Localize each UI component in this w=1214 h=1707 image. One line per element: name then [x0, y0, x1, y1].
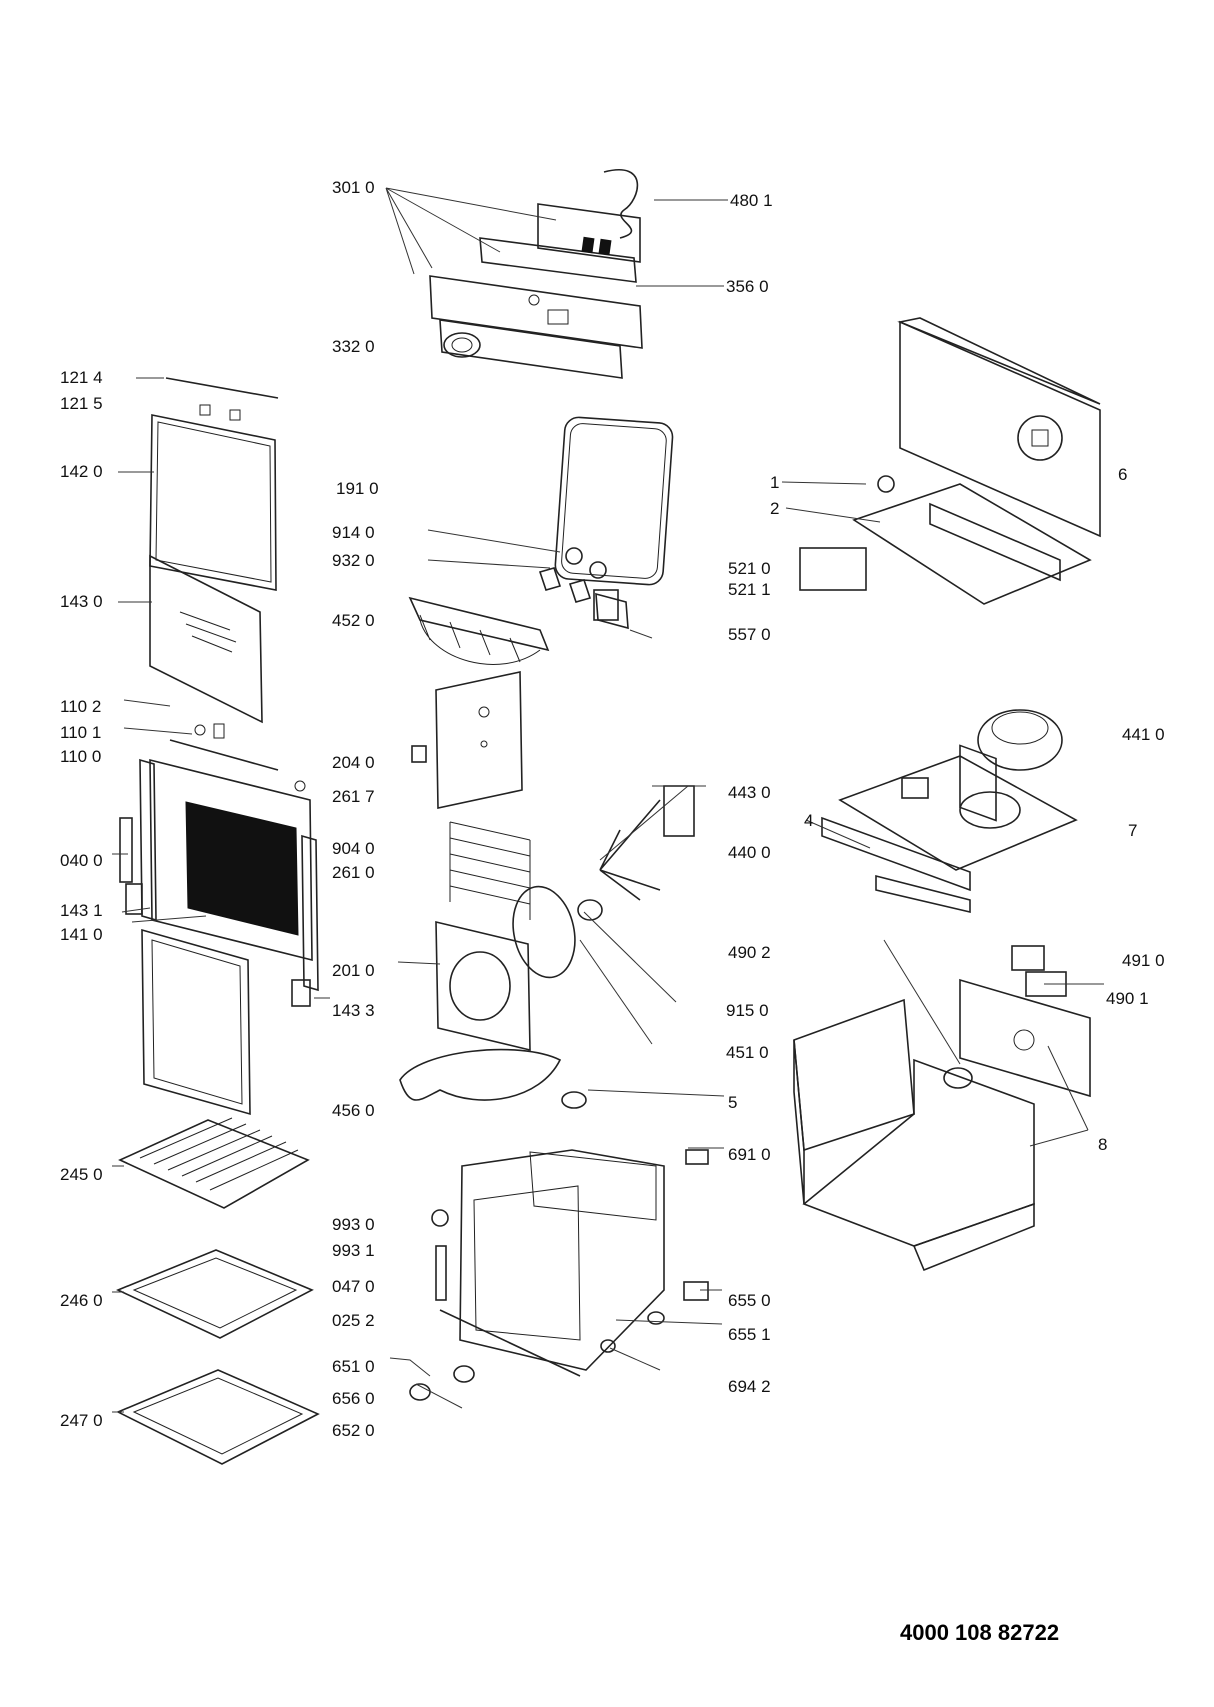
label-247-0: 247 0 [60, 1411, 103, 1430]
label-201-0: 201 0 [332, 961, 375, 980]
label-691-0: 691 0 [728, 1145, 771, 1164]
label-245-0: 245 0 [60, 1165, 103, 1184]
label-191-0: 191 0 [336, 479, 379, 498]
control-panel-assembly [429, 169, 643, 379]
door-assembly [119, 723, 319, 1116]
label-143-0: 143 0 [60, 592, 103, 611]
label-456-0: 456 0 [332, 1101, 375, 1120]
label-452-0: 452 0 [332, 611, 375, 630]
label-480-1: 480 1 [730, 191, 773, 210]
label-5: 5 [728, 1093, 737, 1112]
label-261-0: 261 0 [332, 863, 375, 882]
label-915-0: 915 0 [726, 1001, 769, 1020]
label-7: 7 [1128, 821, 1137, 840]
label-655-0: 655 0 [728, 1291, 771, 1310]
leader-lines [112, 187, 1104, 1413]
rear-panel-assembly [799, 317, 1101, 822]
label-557-0: 557 0 [728, 625, 771, 644]
label-914-0: 914 0 [332, 523, 375, 542]
label-261-7: 261 7 [332, 787, 375, 806]
label-204-0: 204 0 [332, 753, 375, 772]
label-141-0: 141 0 [60, 925, 103, 944]
label-246-0: 246 0 [60, 1291, 103, 1310]
label-652-0: 652 0 [332, 1421, 375, 1440]
label-521-1: 521 1 [728, 580, 771, 599]
label-656-0: 656 0 [332, 1389, 375, 1408]
label-521-0: 521 0 [728, 559, 771, 578]
label-440-0: 440 0 [728, 843, 771, 862]
label-491-0: 491 0 [1122, 951, 1165, 970]
label-441-0: 441 0 [1122, 725, 1165, 744]
trays [116, 1117, 320, 1465]
label-143-3: 143 3 [332, 1001, 375, 1020]
label-993-0: 993 0 [332, 1215, 375, 1234]
oven-internals [399, 416, 695, 1109]
label-356-0: 356 0 [726, 277, 769, 296]
label-142-0: 142 0 [60, 462, 103, 481]
outer-casing [793, 945, 1091, 1272]
door-outer-glass [149, 377, 279, 724]
label-694-2: 694 2 [728, 1377, 771, 1396]
top-cooling-assembly [821, 709, 1078, 914]
label-047-0: 047 0 [332, 1277, 375, 1296]
label-025-2: 025 2 [332, 1311, 375, 1330]
label-451-0: 451 0 [726, 1043, 769, 1062]
label-8: 8 [1098, 1135, 1107, 1154]
label-2: 2 [770, 499, 779, 518]
label-904-0: 904 0 [332, 839, 375, 858]
part-labels: 301 0 480 1 356 0 332 0 121 4 121 5 142 … [60, 178, 1165, 1440]
label-932-0: 932 0 [332, 551, 375, 570]
label-121-4: 121 4 [60, 368, 103, 387]
oven-cavity [409, 1149, 709, 1401]
label-1: 1 [770, 473, 779, 492]
label-443-0: 443 0 [728, 783, 771, 802]
label-301-0: 301 0 [332, 178, 375, 197]
label-332-0: 332 0 [332, 337, 375, 356]
label-993-1: 993 1 [332, 1241, 375, 1260]
document-code: 4000 108 82722 [900, 1620, 1059, 1645]
label-4: 4 [804, 811, 813, 830]
label-651-0: 651 0 [332, 1357, 375, 1376]
label-110-0: 110 0 [60, 747, 101, 766]
label-110-1: 110 1 [60, 723, 101, 742]
label-655-1: 655 1 [728, 1325, 771, 1344]
label-110-2: 110 2 [60, 697, 101, 716]
label-490-1: 490 1 [1106, 989, 1149, 1008]
label-6: 6 [1118, 465, 1127, 484]
label-143-1: 143 1 [60, 901, 103, 920]
label-490-2: 490 2 [728, 943, 771, 962]
label-040-0: 040 0 [60, 851, 103, 870]
label-121-5: 121 5 [60, 394, 103, 413]
